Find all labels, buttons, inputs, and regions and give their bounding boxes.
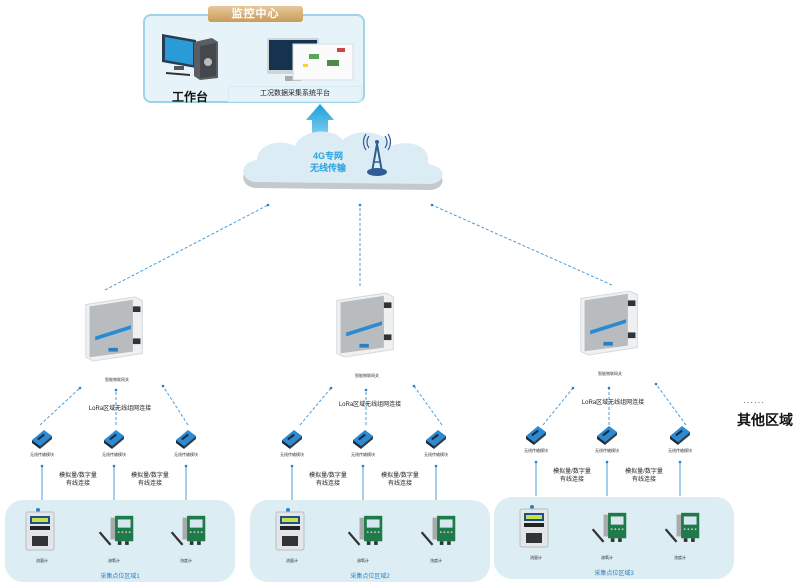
wired-label-line2: 有线连接 [137,481,163,487]
wireless-module-label: 无线传输模块 [351,452,375,457]
wireless-module-icon [353,430,373,449]
flowmeter-icon [519,505,549,548]
sensor-label: 浊度计 [180,558,192,563]
wireless-module-label: 无线传输模块 [524,448,548,453]
wired-label-line2: 有线连接 [631,477,657,483]
analyzer-with-probe-icon [591,512,627,543]
gateway-device-icon [336,292,394,358]
cloud-label-line2: 无线传输 [309,163,346,173]
link-gw3-cloud [430,203,613,286]
sensor-label: 流量计 [36,558,48,563]
wired-label-line2: 有线连接 [315,481,341,487]
flowmeter-icon [275,508,305,551]
wireless-module-icon [670,426,690,445]
lora-link [542,386,575,426]
cloud-label-line1: 4G专网 [312,151,343,161]
workstation-label: 工作台 [172,90,209,104]
cloud-label: 4G专网 无线传输 [303,150,353,174]
region-label: 采集点位区域1 [100,574,140,580]
sensor-label: 流量计 [530,555,542,560]
wireless-module-icon [32,430,52,449]
wired-label-line1: 模拟量/数字量 [59,473,97,479]
uplink-arrow [306,104,334,140]
analyzer-with-probe-icon [98,515,134,546]
gateway-label: 智能物联网关 [105,377,129,382]
wired-label-line1: 模拟量/数字量 [309,473,347,479]
wired-label-line1: 模拟量/数字量 [381,473,419,479]
other-regions-label: 其他区域 [737,412,793,428]
lora-label: LoRa区域无线组网连接 [338,402,402,408]
wireless-module-label: 无线传输模块 [668,448,692,453]
wired-label-line1: 模拟量/数字量 [131,473,169,479]
analyzer-with-probe-icon [170,515,206,546]
cloud-network-icon [243,131,443,190]
wireless-module-icon [104,430,124,449]
sensor-label: 溶氧计 [357,558,369,563]
region-label: 采集点位区域3 [594,571,634,577]
lora-link [299,386,333,426]
lora-link [412,384,443,426]
wired-label-line2: 有线连接 [387,481,413,487]
wired-label-line2: 有线连接 [559,477,585,483]
analyzer-with-probe-icon [420,515,456,546]
lora-link [39,386,82,426]
link-gw1-cloud [104,203,270,291]
lora-link [654,382,687,426]
gateway-label: 智能物联网关 [355,373,379,378]
analyzer-with-probe-icon [347,515,383,546]
wired-label-line1: 模拟量/数字量 [625,469,663,475]
wireless-module-label: 无线传输模块 [102,452,126,457]
gateway-label: 智能物联网关 [598,371,622,376]
wired-connection-label: 模拟量/数字量有线连接 [381,472,419,488]
sensor-label: 流量计 [286,558,298,563]
wireless-module-label: 无线传输模块 [174,452,198,457]
wireless-module-icon [282,430,302,449]
platform-screen-icon [267,38,354,81]
analyzer-with-probe-icon [664,512,700,543]
other-regions-dots: ······ [743,398,765,407]
lora-label: LoRa区域无线组网连接 [581,400,645,406]
wired-connection-label: 模拟量/数字量有线连接 [625,468,663,484]
sensor-label: 溶氧计 [108,558,120,563]
workstation-computer-icon [162,34,218,80]
lora-label: LoRa区域无线组网连接 [88,406,152,412]
wireless-module-label: 无线传输模块 [595,448,619,453]
wireless-module-icon [176,430,196,449]
sensor-label: 浊度计 [430,558,442,563]
wired-connection-label: 模拟量/数字量有线连接 [553,468,591,484]
lora-link [161,384,189,426]
wireless-module-icon [526,426,546,445]
region-label: 采集点位区域2 [350,574,390,580]
wired-connection-label: 模拟量/数字量有线连接 [309,472,347,488]
gateway-device-icon [580,290,638,356]
wireless-module-icon [426,430,446,449]
flowmeter-icon [25,508,55,551]
sensor-label: 溶氧计 [601,555,613,560]
platform-label: 工况数据采集系统平台 [228,86,362,102]
wired-connection-label: 模拟量/数字量有线连接 [59,472,97,488]
gateway-device-icon [85,296,143,362]
wired-label-line2: 有线连接 [65,481,91,487]
wired-label-line1: 模拟量/数字量 [553,469,591,475]
wireless-module-icon [597,426,617,445]
sensor-label: 浊度计 [674,555,686,560]
wireless-module-label: 无线传输模块 [30,452,54,457]
monitoring-center-title: 监控中心 [208,6,303,22]
wired-connection-label: 模拟量/数字量有线连接 [131,472,169,488]
signal-tower-icon [362,133,392,176]
wireless-module-label: 无线传输模块 [280,452,304,457]
wireless-module-label: 无线传输模块 [424,452,448,457]
